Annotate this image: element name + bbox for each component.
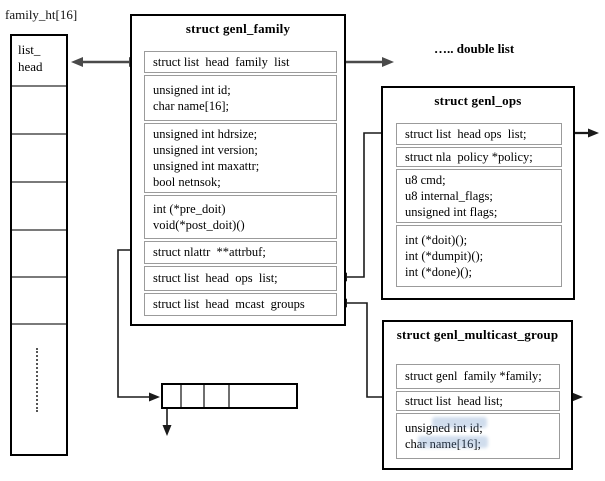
genl-ops-title: struct genl_ops xyxy=(434,93,522,108)
genl-multicast-group-box: struct genl_multicast_group struct genl … xyxy=(382,320,573,470)
field-text: void(*post_doit)() xyxy=(153,217,245,232)
field-text: char name[16]; xyxy=(153,98,230,113)
hash-divider xyxy=(12,323,66,325)
double-list-label: ….. double list xyxy=(434,41,515,56)
struct-field-row: struct list head ops list; xyxy=(396,122,562,145)
struct-field-row: int (*doit)();int (*dumpit)();int (*done… xyxy=(396,224,562,287)
family-ht-array: list_ head xyxy=(10,34,68,456)
struct-field-row: unsigned int id;char name[16]; xyxy=(396,412,560,459)
watermark xyxy=(432,417,487,428)
field-text: struct nla policy *policy; xyxy=(405,149,533,164)
genl-ops-box: struct genl_ops struct list head ops lis… xyxy=(381,86,575,300)
struct-field-row: unsigned int id;char name[16]; xyxy=(144,74,337,121)
field-text: unsigned int id; xyxy=(405,420,483,435)
field-text: unsigned int id; xyxy=(153,82,231,97)
genl-multicast-group-rows: struct genl family *family; struct list h… xyxy=(396,363,560,461)
hash-divider xyxy=(12,85,66,87)
struct-field-row: struct list head ops list; xyxy=(144,265,337,291)
genl-family-rows: struct list head family list unsigned int… xyxy=(144,50,337,318)
genl-multicast-group-title: struct genl_multicast_group xyxy=(396,327,559,342)
struct-field-row: struct genl family *family; xyxy=(396,363,560,389)
field-text: unsigned int version; xyxy=(153,142,258,157)
struct-field-row: struct list head mcast groups xyxy=(144,292,337,316)
hash-divider xyxy=(12,133,66,135)
struct-field-row: struct list head list; xyxy=(396,390,560,411)
field-text: struct genl family *family; xyxy=(405,369,542,383)
array-divider xyxy=(203,385,205,407)
list-head-cell: list_ head xyxy=(18,41,43,75)
field-text: struct list head ops list; xyxy=(153,271,278,285)
struct-field-row: u8 cmd;u8 internal_flags;unsigned int fl… xyxy=(396,168,562,223)
list-head-line2: head xyxy=(18,59,43,74)
hash-divider xyxy=(12,181,66,183)
ellipsis-dots xyxy=(36,348,38,412)
struct-field-row: int (*pre_doit)void(*post_doit)() xyxy=(144,194,337,239)
genl-family-title: struct genl_family xyxy=(185,21,291,36)
hash-divider xyxy=(12,229,66,231)
array-cell-down-arrow xyxy=(162,409,172,436)
field-text: struct nlattr **attrbuf; xyxy=(153,245,266,259)
field-text: struct list head ops list; xyxy=(405,126,527,141)
field-text: struct list head mcast groups xyxy=(153,297,305,311)
watermark xyxy=(418,436,488,448)
struct-field-row: struct list head family list xyxy=(144,50,337,73)
array-divider xyxy=(228,385,230,407)
array-divider xyxy=(180,385,182,407)
family-ht-label: family_ht[16] xyxy=(5,7,78,22)
field-text: bool netnsok; xyxy=(153,174,221,189)
field-text: int (*pre_doit) xyxy=(153,201,226,216)
genl-ops-rows: struct list head ops list; struct nla pol… xyxy=(396,122,562,289)
struct-field-row: struct nla policy *policy; xyxy=(396,146,562,167)
field-text: unsigned int flags; xyxy=(405,204,498,219)
genl-family-box: struct genl_family struct list head fami… xyxy=(130,14,346,326)
list-head-line1: list_ xyxy=(18,42,41,57)
field-text: int (*doit)(); xyxy=(405,232,468,247)
field-text: int (*dumpit)(); xyxy=(405,248,484,263)
field-text: u8 internal_flags; xyxy=(405,188,493,203)
field-text: char name[16]; xyxy=(405,436,482,451)
attrbuf-array xyxy=(161,383,298,409)
field-text: struct list head family list xyxy=(153,54,290,69)
field-text: unsigned int hdrsize; xyxy=(153,126,258,141)
field-text: struct list head list; xyxy=(405,393,503,408)
field-text: unsigned int maxattr; xyxy=(153,158,260,173)
field-text: int (*done)(); xyxy=(405,264,472,279)
struct-field-row: struct nlattr **attrbuf; xyxy=(144,240,337,264)
hash-divider xyxy=(12,276,66,278)
field-text: u8 cmd; xyxy=(405,172,446,187)
struct-field-row: unsigned int hdrsize;unsigned int versio… xyxy=(144,122,337,193)
